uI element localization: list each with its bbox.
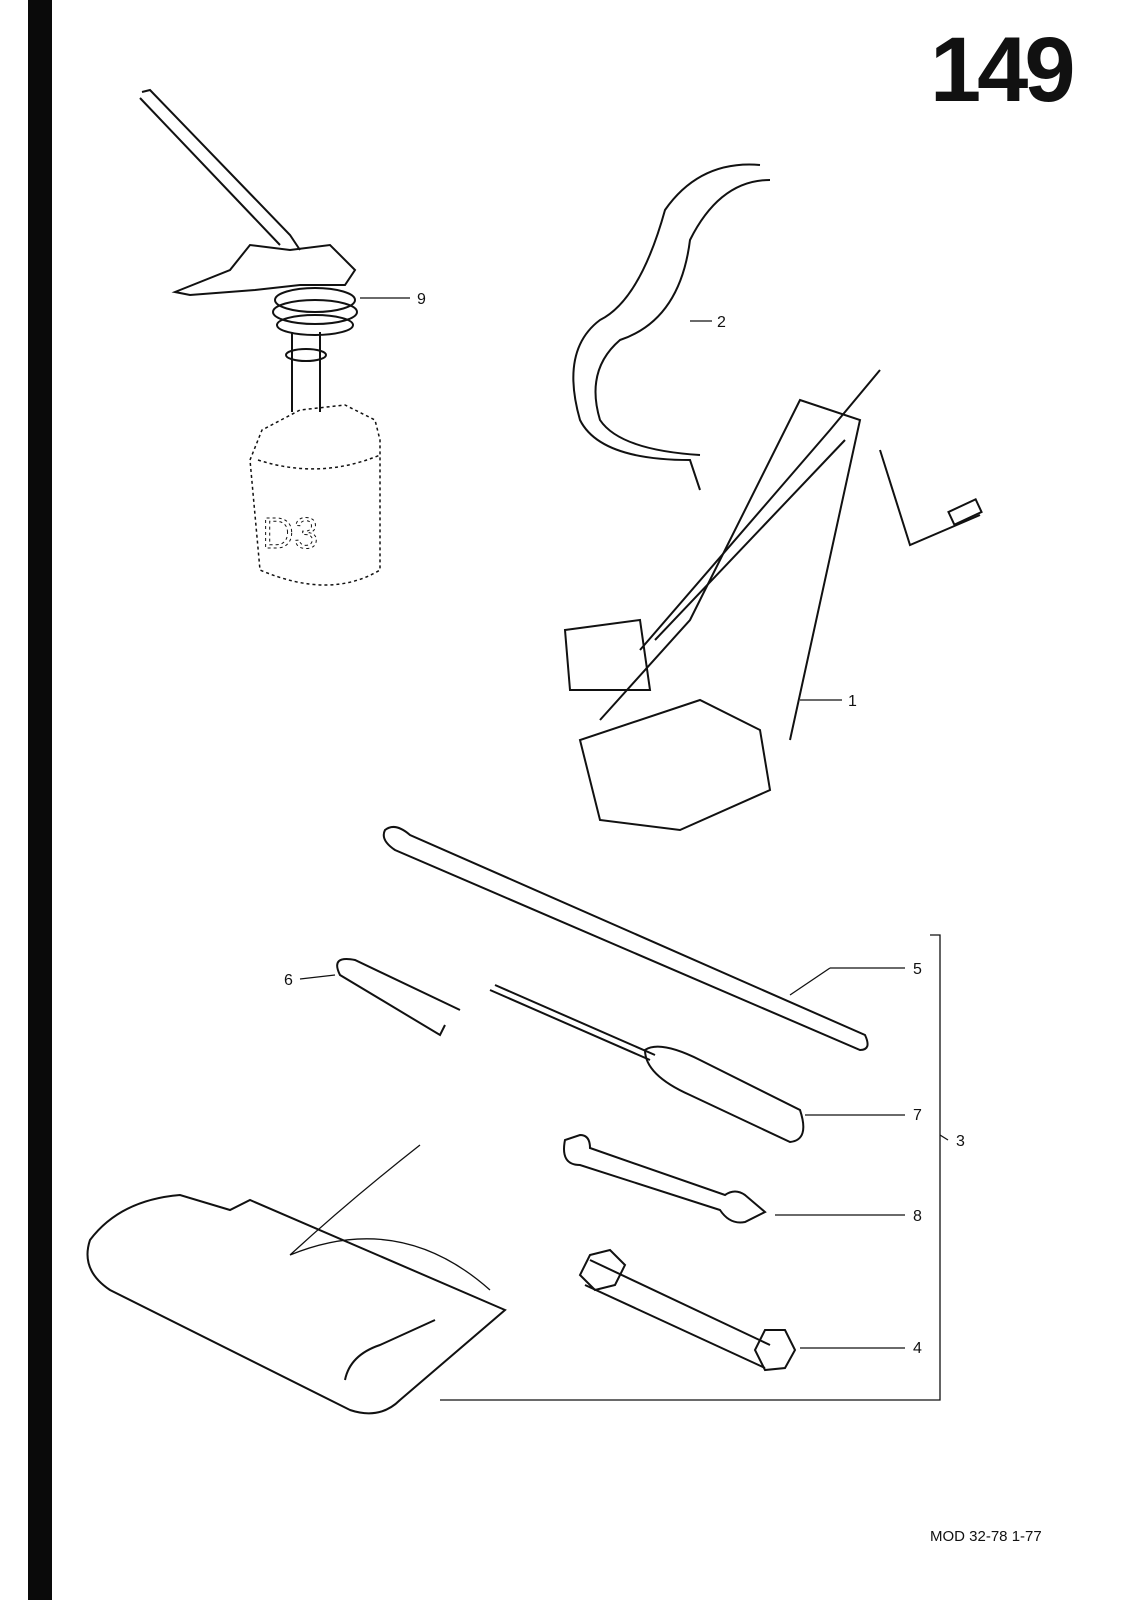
callout-1: 1 xyxy=(848,693,857,710)
tool-roll-drawing xyxy=(86,1144,507,1415)
footer-code: MOD 32-78 1-77 xyxy=(930,1528,1042,1545)
hook-drawing: 6 xyxy=(284,958,461,1037)
callout-7: 7 xyxy=(913,1107,922,1124)
callout-3: 3 xyxy=(956,1133,965,1150)
callout-6: 6 xyxy=(284,972,293,989)
screwdriver-drawing: 7 xyxy=(489,984,922,1144)
scan-binding-edge xyxy=(28,0,52,1600)
callout-2: 2 xyxy=(717,314,726,331)
scissor-jack-drawing: 1 xyxy=(563,369,983,832)
open-wrench-drawing: 8 xyxy=(563,1133,922,1225)
callout-5: 5 xyxy=(913,961,922,978)
page-number: 149 xyxy=(930,19,1075,121)
box-wrench-drawing: 4 xyxy=(578,1248,922,1372)
callout-8: 8 xyxy=(913,1208,922,1225)
grease-pump-drawing: 9 xyxy=(139,88,426,412)
grease-container-dashed: D3 xyxy=(249,404,381,586)
jack-strap-drawing: 2 xyxy=(572,163,771,491)
lever-bar-drawing: 5 xyxy=(382,825,922,1052)
container-label: D3 xyxy=(262,509,318,558)
callout-9: 9 xyxy=(417,291,426,308)
tool-kit-bracket: 3 xyxy=(440,934,965,1401)
callout-4: 4 xyxy=(913,1340,922,1357)
